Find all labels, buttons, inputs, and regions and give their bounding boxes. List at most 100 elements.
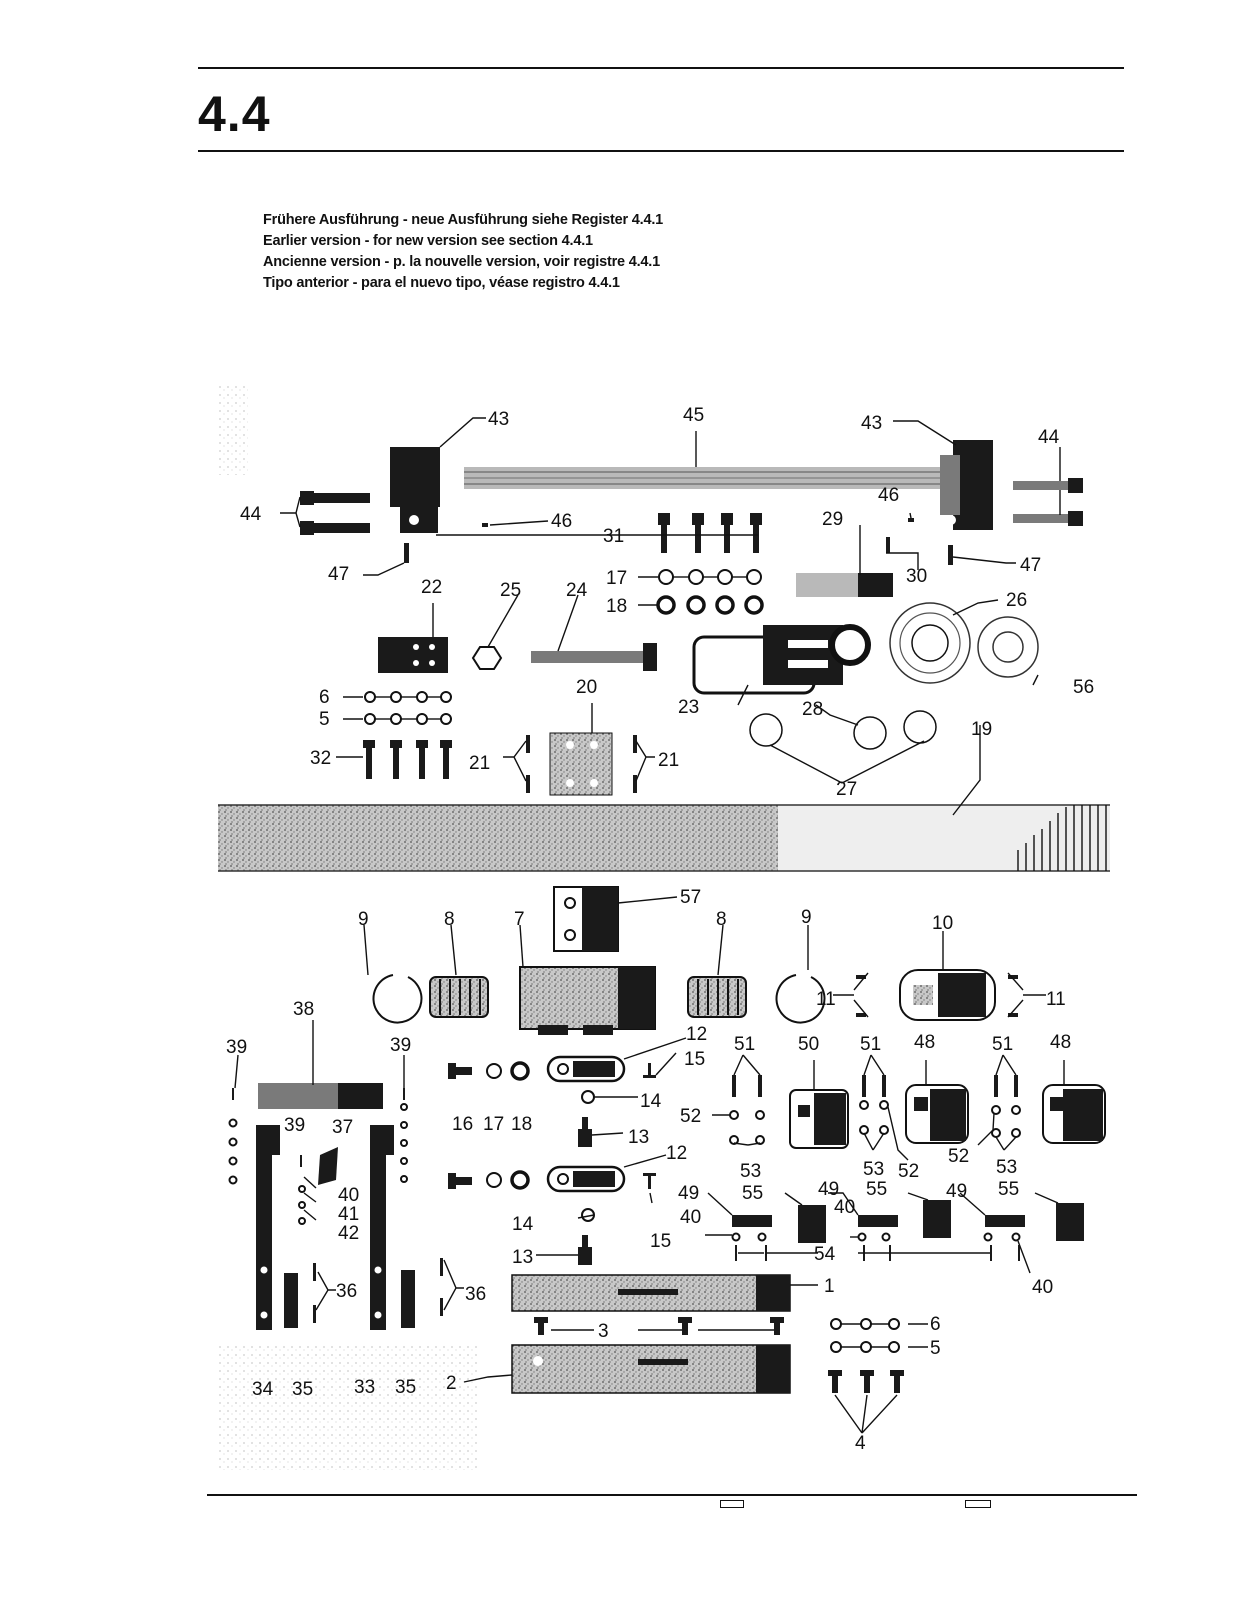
part-46-pin-right [908, 518, 914, 522]
label-21: 21 [469, 753, 490, 774]
part-13-bolt-lower [578, 1235, 592, 1265]
part-43-left-bearing-block [390, 447, 440, 533]
label-11: 11 [1046, 989, 1066, 1010]
caption-en: Earlier version - for new version see se… [263, 233, 593, 249]
part-51-screws [732, 1075, 1018, 1097]
label-51: 51 [860, 1034, 881, 1055]
part-47-pin-left [404, 543, 409, 563]
label-49: 49 [818, 1179, 839, 1200]
part-44-right-screws [1013, 478, 1083, 526]
part-15-pins [643, 1063, 656, 1189]
part-30-pin [886, 537, 890, 553]
label-52: 52 [680, 1106, 701, 1127]
label-22: 22 [421, 577, 442, 598]
label-40: 40 [338, 1185, 359, 1206]
label-15: 15 [650, 1231, 671, 1252]
label-6: 6 [319, 687, 330, 708]
label-47: 47 [328, 564, 349, 585]
label-4: 4 [855, 1433, 866, 1454]
label-8: 8 [444, 909, 455, 930]
part-10-block [899, 969, 996, 1021]
label-12: 12 [686, 1024, 707, 1045]
label-52: 52 [948, 1146, 969, 1167]
header-top-rule [198, 67, 1124, 69]
part-52-53-washers [729, 1100, 1021, 1145]
part-3-screws [534, 1317, 784, 1335]
part-44-left-screws [300, 491, 370, 535]
part-4-screws [828, 1370, 904, 1393]
label-29: 29 [822, 509, 843, 530]
label-37: 37 [332, 1117, 353, 1138]
part-20-block [549, 732, 613, 796]
part-56-ring [977, 616, 1039, 678]
part-25-nut [471, 646, 503, 670]
print-noise [218, 385, 248, 475]
part-8-bearing-right [687, 976, 747, 1018]
label-40: 40 [834, 1197, 855, 1218]
part-33-side-plate [370, 1125, 394, 1330]
part-39-small-rings [228, 1088, 408, 1185]
exploded-parts-diagram: 43 45 43 44 44 46 46 47 47 31 29 30 17 1… [218, 385, 1110, 1470]
label-18: 18 [511, 1114, 532, 1135]
label-12: 12 [666, 1143, 687, 1164]
label-54: 54 [814, 1244, 836, 1265]
label-33: 33 [354, 1377, 375, 1398]
part-37-wedge [318, 1147, 338, 1185]
leader-lines [234, 417, 1065, 1434]
part-number-labels: 43 45 43 44 44 46 46 47 47 31 29 30 17 1… [226, 405, 1094, 1454]
part-35-plate-right [401, 1270, 415, 1328]
label-26: 26 [1006, 590, 1027, 611]
label-6: 6 [930, 1314, 941, 1335]
label-19: 19 [971, 719, 992, 740]
label-11: 11 [816, 989, 836, 1010]
part-36-pins [313, 1258, 443, 1323]
part-5-washers-upper [364, 713, 452, 725]
label-35: 35 [292, 1379, 313, 1400]
caption-fr: Ancienne version - p. la nouvelle versio… [263, 254, 660, 270]
label-16: 16 [452, 1114, 473, 1135]
label-25: 25 [500, 580, 521, 601]
label-53: 53 [863, 1159, 884, 1180]
label-14: 14 [512, 1214, 534, 1235]
label-8: 8 [716, 909, 727, 930]
caption-de: Frühere Ausführung - neue Ausführung sie… [263, 212, 664, 228]
label-15: 15 [684, 1049, 705, 1070]
part-14-ring-upper [581, 1090, 595, 1104]
label-7: 7 [514, 909, 525, 930]
part-45-shaft [464, 467, 949, 489]
part-6-washers-lower [830, 1318, 900, 1330]
part-34-side-plate [256, 1125, 280, 1330]
label-32: 32 [310, 748, 331, 769]
label-45: 45 [683, 405, 704, 426]
label-34: 34 [252, 1379, 274, 1400]
label-21: 21 [658, 750, 679, 771]
part-46-pin-left [482, 523, 488, 527]
label-28: 28 [802, 699, 823, 720]
part-17-washers [658, 569, 762, 585]
part-48-block-left [905, 1084, 969, 1144]
label-10: 10 [932, 913, 953, 934]
part-22-clamp-block [378, 637, 448, 673]
label-5: 5 [319, 709, 330, 730]
part-8-bearing-left [429, 976, 489, 1018]
label-46: 46 [878, 485, 899, 506]
part-19-rail [218, 804, 1110, 872]
part-18-spring-washers [656, 595, 764, 615]
label-53: 53 [996, 1157, 1017, 1178]
label-40: 40 [680, 1207, 701, 1228]
label-40: 40 [1032, 1277, 1053, 1298]
part-55-blocks [798, 1200, 1084, 1243]
label-36: 36 [336, 1281, 357, 1302]
label-48: 48 [1050, 1032, 1071, 1053]
label-23: 23 [678, 697, 699, 718]
label-31: 31 [603, 526, 624, 547]
label-39: 39 [284, 1115, 305, 1136]
part-47-pin-right [948, 545, 953, 565]
label-20: 20 [576, 677, 597, 698]
caption-block: Frühere Ausführung - neue Ausführung sie… [263, 210, 663, 294]
label-17: 17 [483, 1114, 504, 1135]
section-number: 4.4 [198, 86, 271, 142]
label-17: 17 [606, 568, 627, 589]
part-50-block [789, 1089, 849, 1149]
part-12-link-upper [546, 1055, 626, 1083]
